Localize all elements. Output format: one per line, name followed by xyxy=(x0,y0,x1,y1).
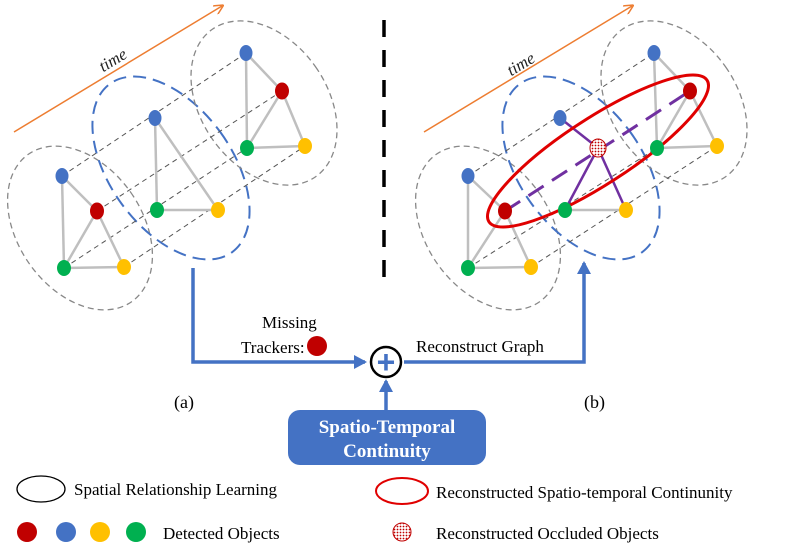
legend-yellow-node-icon xyxy=(90,522,110,542)
time-arrow-b xyxy=(423,6,632,133)
legend: Spatial Relationship Learning Reconstruc… xyxy=(16,475,733,543)
continuity-box-line1: Spatio-Temporal xyxy=(319,417,456,438)
panel-a-graph: time xyxy=(6,0,338,311)
legend-red-ellipse-icon xyxy=(375,477,429,505)
panel-b-graph: time xyxy=(414,0,748,311)
panel-a-label: (a) xyxy=(174,392,194,413)
node-blue xyxy=(647,45,661,61)
node-green xyxy=(57,260,71,276)
frame-ellipse-3 xyxy=(190,20,338,186)
node-yellow xyxy=(619,202,633,218)
spatio-temporal-continuity-box xyxy=(288,410,486,465)
legend-detected-objects: Detected Objects xyxy=(163,524,280,543)
node-yellow xyxy=(710,138,724,154)
node-yellow xyxy=(211,202,225,218)
time-label-a: time xyxy=(95,44,130,76)
missing-tracker-red-icon xyxy=(307,336,327,356)
frame-ellipse-1 xyxy=(414,145,562,311)
reconstructed-continuity-ellipse xyxy=(486,73,710,229)
legend-reconstructed-occluded: Reconstructed Occluded Objects xyxy=(436,524,659,543)
node-blue xyxy=(461,168,475,184)
continuity-box-line2: Continuity xyxy=(343,441,431,462)
node-red xyxy=(498,202,512,220)
node-yellow xyxy=(298,138,312,154)
legend-black-ellipse-icon xyxy=(16,475,66,503)
missing-trackers-line1: Missing xyxy=(262,313,317,332)
missing-trackers-line2: Trackers: xyxy=(241,338,305,357)
node-reconstructed-occluded xyxy=(589,138,607,158)
frame-ellipse-3 xyxy=(600,20,748,186)
legend-blue-node-icon xyxy=(56,522,76,542)
node-blue xyxy=(55,168,69,184)
flow-arrow-a-to-plus xyxy=(191,268,367,369)
node-blue xyxy=(239,45,253,61)
node-red xyxy=(683,82,697,100)
legend-occluded-node-icon xyxy=(392,522,412,542)
node-green xyxy=(150,202,164,218)
node-green xyxy=(650,140,664,156)
node-blue xyxy=(553,110,567,126)
node-red xyxy=(90,202,104,220)
legend-reconstructed-continuity: Reconstructed Spatio-temporal Continunit… xyxy=(436,483,733,502)
reconstructed-temporal-link xyxy=(504,89,691,213)
node-blue xyxy=(148,110,162,126)
spatial-edges-a xyxy=(60,52,307,270)
panel-b-label: (b) xyxy=(584,392,605,413)
node-green xyxy=(558,202,572,218)
legend-green-node-icon xyxy=(126,522,146,542)
reconstruct-graph-label: Reconstruct Graph xyxy=(416,337,544,356)
plus-symbol: + xyxy=(377,344,396,380)
flow-arrow-plus-to-b xyxy=(404,261,591,364)
node-green xyxy=(240,140,254,156)
legend-spatial-relationship: Spatial Relationship Learning xyxy=(74,480,278,499)
frame-ellipse-1 xyxy=(6,145,154,311)
frame-ellipse-2-current xyxy=(501,75,661,261)
time-label-b: time xyxy=(503,48,538,80)
node-red xyxy=(275,82,289,100)
legend-red-node-icon xyxy=(17,522,37,542)
node-yellow xyxy=(117,259,131,275)
node-green xyxy=(461,260,475,276)
time-arrow-a xyxy=(13,6,222,133)
node-yellow xyxy=(524,259,538,275)
combine-plus-circle xyxy=(369,345,403,379)
frame-ellipse-2-current xyxy=(91,75,251,261)
spatial-edges-b xyxy=(466,52,719,270)
